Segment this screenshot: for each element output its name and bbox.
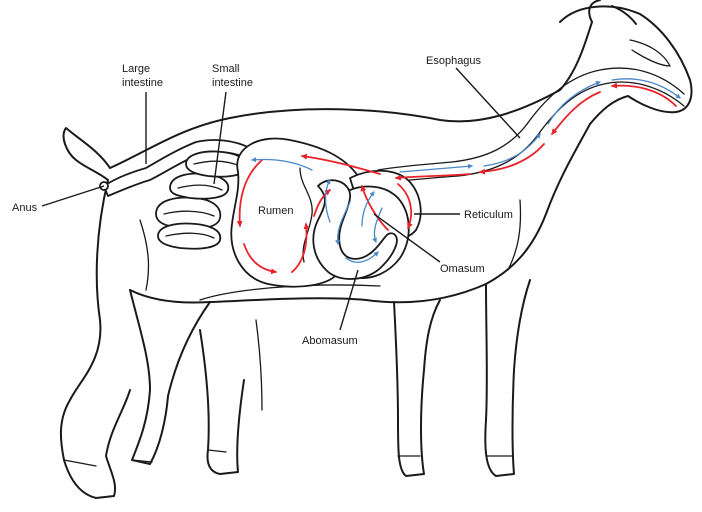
label-large-intestine-line1: Large — [122, 63, 150, 75]
goat-rear-leg-inner — [168, 302, 244, 474]
leader-anus — [42, 186, 104, 206]
goat-neck-front — [486, 124, 590, 284]
label-rumen: Rumen — [258, 205, 293, 217]
label-small-intestine-line2: intestine — [212, 77, 253, 89]
label-omasum: Omasum — [440, 263, 485, 275]
blue-arrow-esophagus-4 — [400, 166, 472, 172]
label-abomasum: Abomasum — [302, 335, 358, 347]
esophagus-wall-bottom — [380, 82, 684, 184]
label-reticulum: Reticulum — [464, 209, 513, 221]
esophagus — [378, 68, 684, 184]
red-arrow-esophagus-2 — [552, 92, 600, 134]
goat-front-leg-1 — [485, 280, 530, 476]
goat-ear — [630, 40, 670, 66]
leader-esophagus — [456, 68, 520, 138]
goat-head — [560, 6, 691, 124]
intestines — [100, 140, 250, 249]
blue-arrow-esophagus-3 — [484, 134, 540, 166]
blue-arrow-esophagus-2 — [548, 82, 600, 124]
goat-rear-leg-back — [61, 180, 130, 498]
goat-tail — [64, 128, 110, 180]
goat-rear-leg-front — [130, 290, 168, 464]
label-large-intestine-line2: intestine — [122, 77, 163, 89]
goat-back — [110, 22, 592, 168]
goat-horn — [589, 0, 636, 24]
goat-front-leg-2 — [394, 300, 440, 476]
label-small-intestine-line1: Small — [212, 63, 240, 75]
label-anus: Anus — [12, 202, 38, 214]
goat-hooves — [64, 450, 512, 466]
label-esophagus: Esophagus — [426, 55, 482, 67]
